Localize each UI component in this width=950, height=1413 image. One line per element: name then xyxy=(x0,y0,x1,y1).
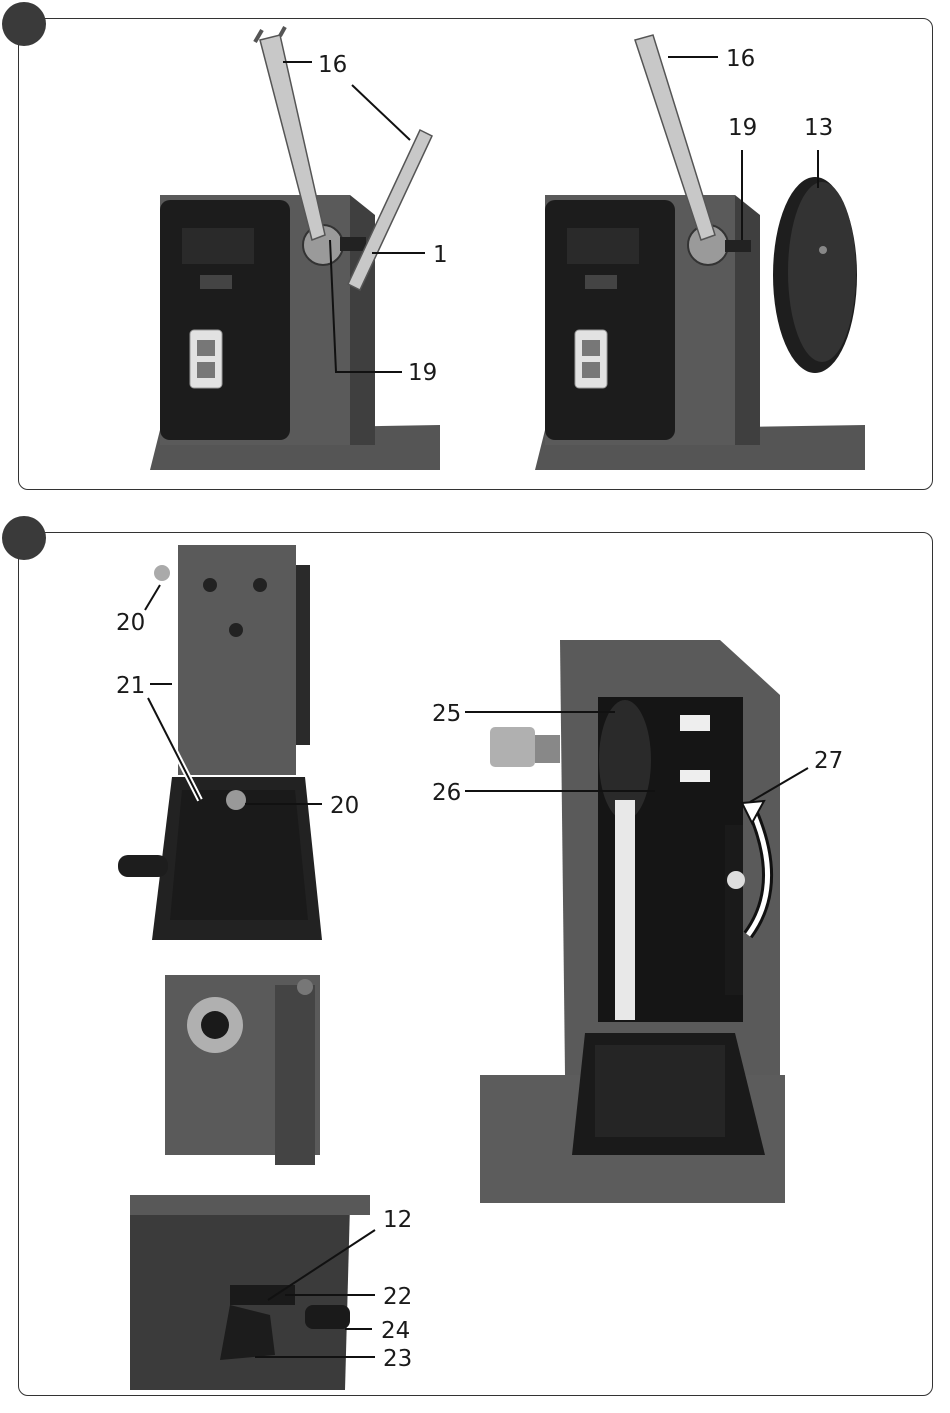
figure-1-callouts: 16 1 19 16 19 13 xyxy=(0,0,950,500)
callout-20-cover: 20 xyxy=(330,793,359,819)
callout-12: 12 xyxy=(383,1207,412,1233)
callout-25: 25 xyxy=(432,701,461,727)
callout-20-top: 20 xyxy=(116,610,145,636)
callout-21: 21 xyxy=(116,673,145,699)
callout-1: 1 xyxy=(433,242,448,268)
callout-23: 23 xyxy=(383,1346,412,1372)
callout-27: 27 xyxy=(814,748,843,774)
figure-2-callouts: 20 21 20 25 26 27 12 22 24 23 xyxy=(0,500,950,1413)
callout-24: 24 xyxy=(381,1318,410,1344)
callout-26: 26 xyxy=(432,780,461,806)
callout-22: 22 xyxy=(383,1284,412,1310)
callout-16-left: 16 xyxy=(318,52,347,78)
callout-16-right: 16 xyxy=(726,46,755,72)
callout-13: 13 xyxy=(804,115,833,141)
callout-19-right: 19 xyxy=(728,115,757,141)
callout-19-left: 19 xyxy=(408,360,437,386)
